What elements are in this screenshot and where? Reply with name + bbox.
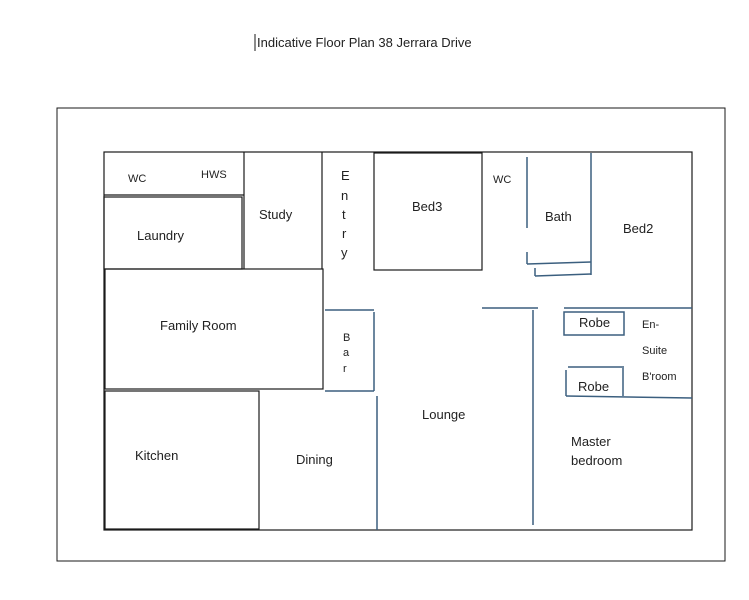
label-entry-y: y	[341, 245, 348, 260]
outer-frame	[56, 107, 726, 562]
label-kitchen: Kitchen	[135, 448, 178, 463]
wall-ensuite-bottom	[565, 395, 693, 399]
label-bar-b: B	[343, 332, 350, 344]
label-ensuite-2: Suite	[642, 345, 667, 357]
label-bar-a: a	[343, 347, 350, 359]
house-outline	[103, 151, 693, 531]
plan-title: Indicative Floor Plan 38 Jerrara Drive	[257, 35, 472, 50]
label-robe-bottom: Robe	[578, 379, 609, 394]
label-robe-top: Robe	[579, 315, 610, 330]
robe-top-box	[563, 311, 625, 336]
label-entry-r: r	[342, 226, 347, 241]
label-laundry: Laundry	[137, 228, 184, 243]
kitchen-room	[104, 390, 260, 530]
walls-black	[103, 152, 483, 530]
label-entry-n: n	[341, 188, 348, 203]
room-labels: WC HWS Laundry Study E n t r y Bed3 WC B…	[128, 168, 677, 468]
walls-blue	[325, 153, 693, 530]
label-family-room: Family Room	[160, 318, 237, 333]
label-master-1: Master	[571, 434, 611, 449]
label-bar-r: r	[343, 363, 347, 375]
label-entry-t: t	[342, 207, 346, 222]
label-bed2: Bed2	[623, 221, 653, 236]
label-entry-e: E	[341, 168, 350, 183]
label-ensuite-3: B'room	[642, 371, 677, 383]
bed3-room	[373, 152, 483, 271]
label-ensuite-1: En-	[642, 319, 659, 331]
label-wc-right: WC	[493, 174, 511, 186]
wall-bath-bottom-2	[534, 273, 592, 277]
family-room	[104, 268, 324, 390]
label-bath: Bath	[545, 209, 572, 224]
label-master-2: bedroom	[571, 453, 622, 468]
label-study: Study	[259, 207, 293, 222]
label-lounge: Lounge	[422, 407, 465, 422]
label-bed3: Bed3	[412, 199, 442, 214]
wall-bath-bottom-1	[526, 261, 592, 265]
label-wc-left: WC	[128, 173, 146, 185]
label-dining: Dining	[296, 452, 333, 467]
label-hws: HWS	[201, 169, 227, 181]
